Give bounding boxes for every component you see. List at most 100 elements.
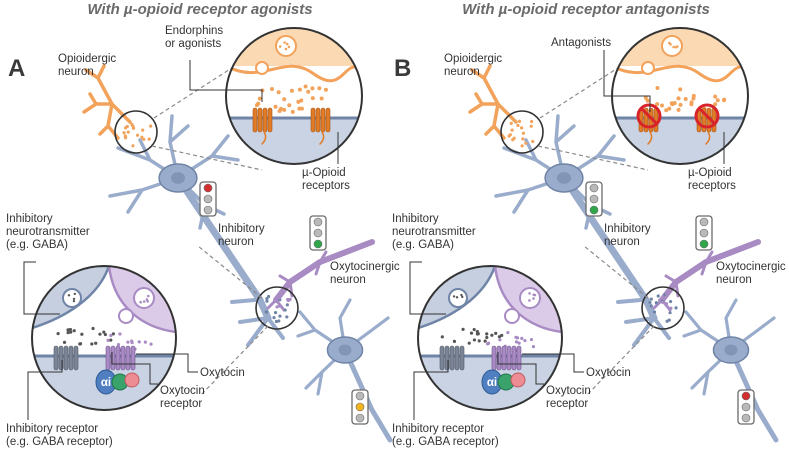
panel-letter: B: [394, 55, 411, 82]
cleft-opioid-dots: [664, 108, 669, 113]
cleft-opioid-dots: [310, 96, 315, 101]
cleft-opioid-dots: [659, 103, 664, 108]
oxytocin-synapse-dots: [664, 302, 669, 306]
opioidergic-neuron-branches: [82, 64, 132, 140]
opioid-vesicle: [275, 35, 297, 57]
oxytocin-cleft-dots: [517, 341, 521, 345]
opioid-synapse-dots: [509, 121, 513, 125]
gaba-vesicle-dots: [72, 297, 76, 301]
g-alpha-label: αi: [487, 377, 497, 389]
oxytocin-receptor-label-line: receptor: [160, 398, 202, 410]
opioid-synapse-dots: [124, 126, 128, 130]
oxytocin-cleft-dots: [149, 342, 153, 346]
gaba-synapse-dots: [656, 294, 660, 298]
opioid-synapse-dots: [530, 119, 534, 124]
cleft-opioid-dots: [290, 109, 295, 114]
panel-b: With µ-opioid receptor antagonistsBαiOpi…: [392, 1, 786, 448]
gaba-cleft-dots: [78, 342, 83, 346]
lower-zoom-circle: [417, 265, 563, 411]
gaba-cleft-dots: [485, 335, 489, 340]
cleft-opioid-dots: [297, 106, 302, 111]
receptor-tail: [261, 131, 267, 145]
oxytocin-synapse-dots: [278, 304, 282, 308]
gaba-cleft-dots: [72, 329, 76, 333]
oxytocin-cleft-dots: [486, 341, 491, 345]
cleft-opioid-dots: [319, 96, 324, 101]
opioid-synapse-dots: [531, 139, 535, 144]
oxytocin-label: Oxytocin: [586, 367, 631, 379]
downstream-traffic-light-lamp-yellow: [741, 402, 751, 412]
gaba-vesicle-dots: [455, 296, 459, 299]
oxytocin-vesicle-dots: [528, 299, 531, 302]
opioid-synapse-dots: [524, 141, 528, 145]
opioid-synapse-dots: [141, 128, 145, 132]
mu-opioid-receptors-label-line: receptors: [688, 180, 736, 192]
gaba-receptor-helix: [449, 345, 455, 371]
gaba-cleft-dots: [94, 341, 98, 345]
oxytocin-vesicle-dots: [145, 298, 149, 301]
upper-zoom-content: [226, 28, 362, 164]
lower-zoom-line-bottom: [585, 325, 655, 397]
inhibitory-neuron-soma-nucleus: [171, 172, 185, 184]
panel-title: With µ-opioid receptor agonists: [87, 1, 312, 18]
receptor-tail: [319, 131, 325, 145]
mu-opioid-receptors-label-line: receptors: [302, 180, 350, 192]
oxytocinergic-neuron-label-line: neuron: [716, 274, 752, 286]
oxytocin-cleft-dots: [498, 338, 502, 342]
gaba-vesicle-dots: [73, 292, 77, 296]
gaba-cleft-dots: [490, 333, 494, 337]
oxytocin-vesicle-dots: [532, 297, 535, 300]
oxytocinergic-traffic-light-lamp-red: [699, 217, 709, 227]
downstream-dendrites: [682, 298, 776, 396]
lower-zoom-line-bottom: [199, 325, 269, 397]
opioid-synapse-dots: [507, 134, 511, 138]
oxytocin-vesicle-dots: [528, 292, 531, 295]
cleft-opioid-dots: [676, 96, 681, 101]
gaba-synapse-dots: [272, 316, 276, 320]
mu-opioid-receptors-label-line: µ-Opioid: [302, 167, 346, 179]
oxytocin-cleft-dots: [523, 338, 527, 343]
downstream-traffic-light-lamp-green: [741, 413, 751, 423]
inhibitory-neuron-label-line: Inhibitory: [218, 223, 265, 235]
inhibitory-axon: [174, 174, 272, 322]
panel-title: With µ-opioid receptor antagonists: [462, 1, 710, 18]
oxytocin-vesicle: [133, 287, 155, 309]
inhibitory-neuron-label-line: Inhibitory: [604, 223, 651, 235]
opioid-synapse-magnifier: [114, 110, 158, 154]
gaba-vesicle-dots: [67, 294, 71, 297]
gaba-receptor-helix: [63, 345, 69, 371]
lower-zoom-content: αi: [418, 266, 562, 410]
oxytocin-leader: [136, 353, 198, 373]
opioidergic-neuron-label-line: Opioidergic: [58, 53, 116, 65]
vesicle-dots: [283, 41, 286, 44]
cleft-opioid-dots: [689, 102, 694, 107]
inhibitory-receptor-label-line: Inhibitory receptor: [392, 423, 484, 435]
cleft-opioid-dots: [713, 102, 718, 107]
opioid-synapse-dots: [517, 119, 522, 123]
opioid-synapse-dots: [510, 128, 514, 132]
oxytocin-synapse-dots: [658, 298, 662, 302]
g-alpha-label: αi: [101, 377, 111, 389]
inhibitory-traffic-light-lamp-red: [203, 183, 213, 193]
oxytocinergic-neuron-label-line: neuron: [330, 274, 366, 286]
opioid-vesicle: [661, 35, 683, 57]
gaba-synapse-dots: [285, 303, 289, 307]
inhibitory-neurotransmitter-label-line: Inhibitory: [392, 213, 439, 225]
gaba-synapse-magnifier: [641, 286, 685, 330]
gaba-cleft-dots: [91, 326, 95, 331]
endorphins-label-line: Endorphins: [165, 25, 223, 37]
downstream-traffic-light-lamp-red: [355, 391, 365, 401]
inhibitory-axon-terminals: [616, 298, 671, 347]
oxytocin-cleft-dots: [106, 338, 110, 343]
gaba-cleft-dots: [472, 338, 477, 342]
oxytocinergic-traffic-light-lamp-yellow: [313, 228, 323, 238]
cleft-opioid-dots: [715, 98, 720, 103]
oxytocin-vesicle-small: [504, 308, 520, 324]
oxytocin-receptor-helix: [511, 345, 517, 371]
cleft-opioid-dots: [297, 87, 302, 92]
